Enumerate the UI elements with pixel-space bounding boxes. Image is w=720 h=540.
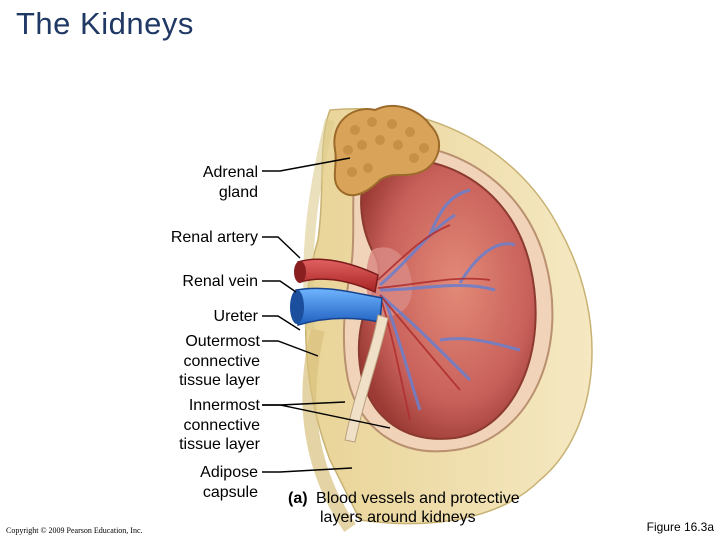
- leader-adrenal: [262, 157, 351, 172]
- label-renal-vein: Renal vein: [182, 273, 258, 290]
- caption-tag: (a): [288, 490, 308, 507]
- label-adrenal-gland: Adrenal gland: [202, 164, 258, 201]
- page-title: The Kidneys: [16, 6, 194, 41]
- label-innermost-layer: Innermost connective tissue layer: [179, 397, 260, 453]
- figure-caption: (a) Blood vessels and protective layers …: [288, 489, 588, 527]
- leader-vein: [262, 280, 297, 293]
- label-ureter: Ureter: [213, 308, 258, 325]
- label-renal-artery: Renal artery: [170, 229, 258, 246]
- figure-reference: Figure 16.3a: [646, 520, 714, 534]
- ureter: [344, 314, 389, 443]
- renal-artery: [297, 258, 379, 294]
- leader-ureter: [262, 315, 301, 331]
- label-outermost-layer: Outermost connective tissue layer: [179, 333, 260, 389]
- leader-adipose: [262, 467, 353, 473]
- leader-artery: [262, 236, 301, 259]
- caption-line-2: layers around kidneys: [320, 509, 476, 526]
- caption-line-1: Blood vessels and protective: [316, 490, 520, 507]
- leader-innermost-2: [262, 404, 391, 429]
- copyright-notice: Copyright © 2009 Pearson Education, Inc.: [6, 526, 143, 535]
- leader-outermost: [262, 340, 319, 357]
- label-adipose-capsule: Adipose capsule: [200, 464, 258, 501]
